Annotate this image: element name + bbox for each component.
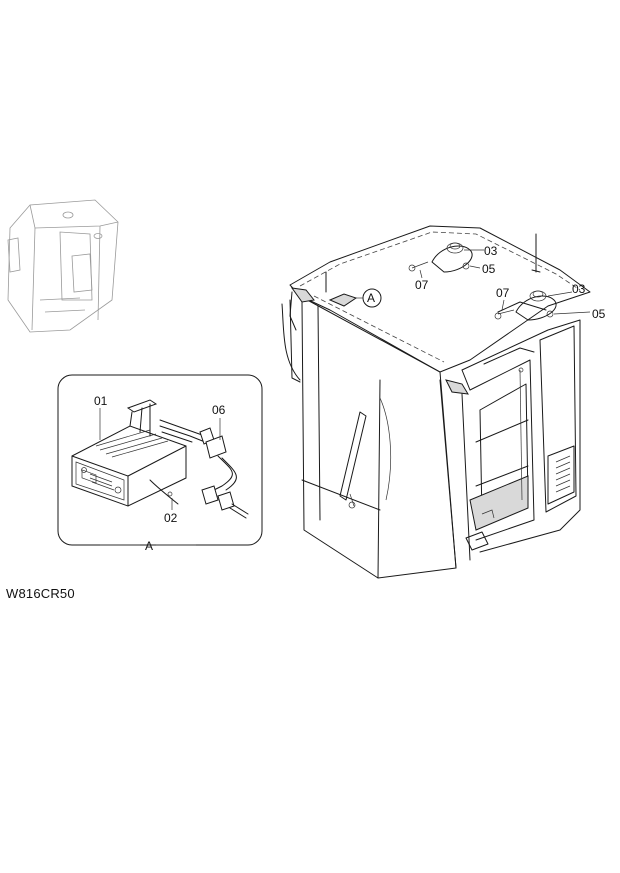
label-03-right: 03 bbox=[572, 282, 586, 296]
drawing-code: W816CR50 bbox=[6, 586, 75, 601]
cab-main-illustration bbox=[281, 225, 591, 579]
detail-view-a bbox=[57, 374, 263, 546]
overview-cab-illustration bbox=[7, 199, 119, 333]
label-05-left: 05 bbox=[482, 262, 496, 276]
speaker-right bbox=[494, 290, 591, 321]
label-callout-a: A bbox=[367, 291, 375, 305]
label-06: 06 bbox=[212, 403, 226, 417]
speaker-left bbox=[408, 242, 484, 279]
label-07-left: 07 bbox=[415, 278, 429, 292]
label-01: 01 bbox=[94, 394, 108, 408]
label-detail-a: A bbox=[145, 539, 153, 553]
radio-unit bbox=[71, 425, 187, 507]
label-03-left: 03 bbox=[484, 244, 498, 258]
label-07-right: 07 bbox=[496, 286, 510, 300]
label-02: 02 bbox=[164, 511, 178, 525]
label-05-right: 05 bbox=[592, 307, 606, 321]
